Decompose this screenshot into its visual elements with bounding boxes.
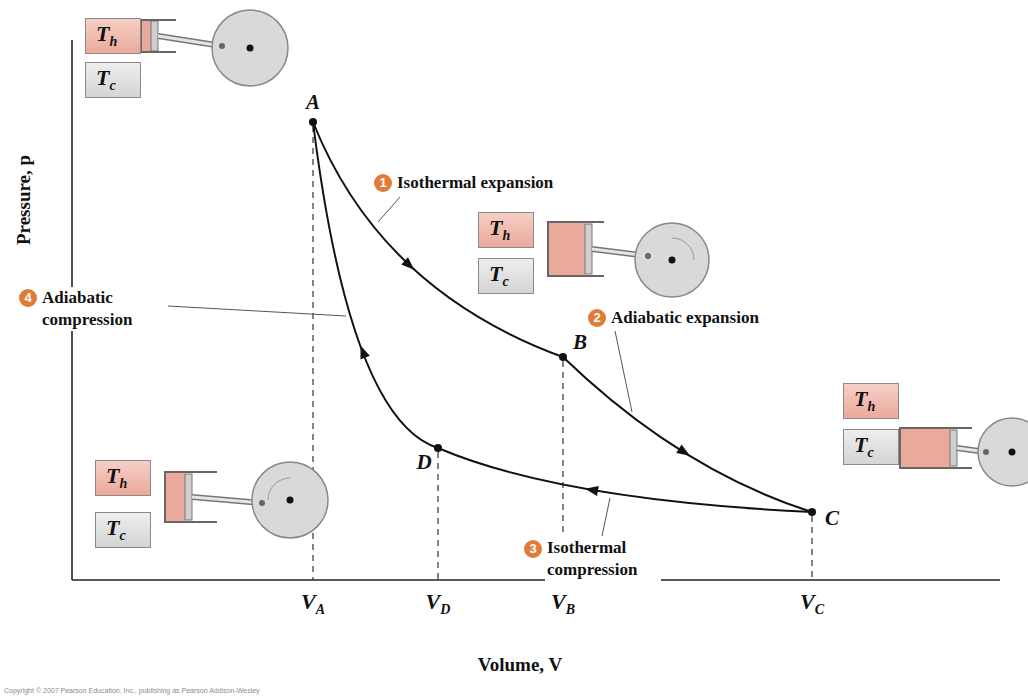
copyright-note: Copyright © 2007 Pearson Education, Inc.… — [4, 687, 260, 694]
piston-engine — [548, 222, 709, 297]
process-label: Adiabatic compression — [40, 287, 166, 331]
axis-title: Volume, V — [478, 654, 562, 676]
hot-reservoir: Th — [478, 212, 534, 248]
axes — [72, 40, 1000, 580]
reservoir-temperature: Tc — [489, 261, 509, 291]
hot-reservoir: Th — [95, 460, 151, 496]
cold-reservoir: Tc — [95, 512, 151, 548]
direction-arrows — [356, 257, 693, 496]
cold-reservoir: Tc — [478, 258, 534, 294]
reservoir-temperature: Tc — [96, 65, 116, 95]
tick-label: VA — [301, 589, 325, 619]
callout-number: 4 — [19, 289, 37, 307]
process-label: Isothermal compression — [545, 537, 661, 581]
piston-engine — [141, 10, 288, 86]
state-label: B — [573, 330, 587, 355]
callout-number: 3 — [524, 540, 542, 558]
reservoir-temperature: Th — [106, 463, 127, 493]
state-label: D — [416, 450, 431, 475]
piston-engine — [900, 418, 1028, 486]
process-label: Adiabatic expansion — [609, 308, 761, 328]
tick-label: VB — [551, 589, 575, 619]
state-label: A — [306, 90, 320, 115]
state-points — [309, 118, 816, 516]
cold-reservoir: Tc — [85, 62, 141, 98]
leader-lines — [168, 197, 632, 536]
tick-label: VC — [800, 589, 824, 619]
cycle-curves — [313, 122, 812, 512]
callout-number: 1 — [374, 174, 392, 192]
reservoir-temperature: Tc — [854, 432, 874, 462]
hot-reservoir: Th — [85, 18, 141, 54]
volume-guides — [313, 126, 812, 580]
callout-number: 2 — [588, 309, 606, 327]
piston-engine — [165, 462, 328, 538]
hot-reservoir: Th — [843, 383, 899, 419]
reservoir-temperature: Th — [489, 215, 510, 245]
tick-label: VD — [426, 589, 451, 619]
process-label: Isothermal expansion — [395, 173, 555, 193]
axis-title: Pressure, p — [13, 155, 35, 245]
reservoir-temperature: Th — [96, 21, 117, 51]
reservoir-temperature: Tc — [106, 515, 126, 545]
state-label: C — [825, 506, 839, 531]
reservoir-temperature: Th — [854, 386, 875, 416]
cold-reservoir: Tc — [843, 429, 899, 465]
